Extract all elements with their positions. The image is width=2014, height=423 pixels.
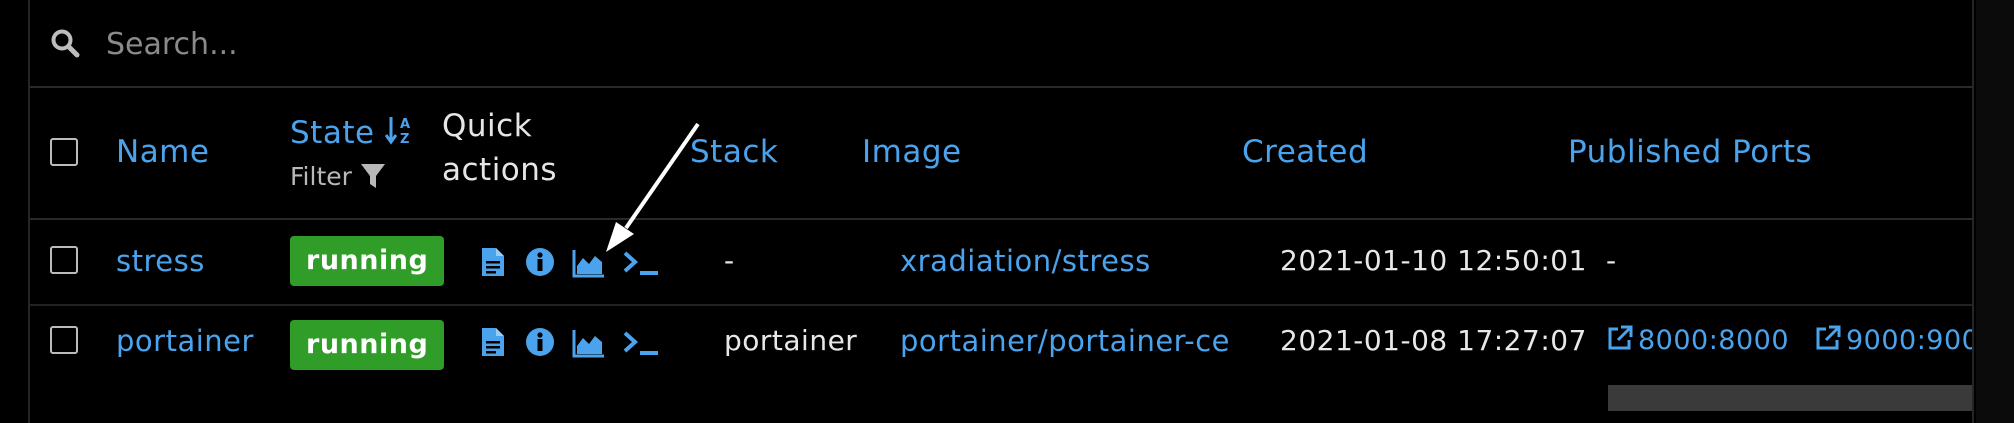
column-header-name[interactable]: Name: [116, 134, 210, 170]
quick-actions-line2: actions: [442, 152, 558, 188]
logs-icon[interactable]: [480, 246, 506, 278]
column-header-state[interactable]: State A Z: [290, 114, 417, 151]
inspect-icon[interactable]: [524, 326, 556, 358]
column-header-created[interactable]: Created: [1242, 134, 1369, 170]
created-value: 2021-01-10 12:50:01: [1280, 244, 1587, 277]
table-row: stress running -: [30, 220, 1972, 306]
select-all-checkbox[interactable]: [50, 138, 78, 166]
port-link[interactable]: 8000:8000: [1606, 324, 1789, 356]
external-link-icon: [1816, 325, 1841, 350]
stats-icon[interactable]: [572, 328, 606, 358]
stack-value: portainer: [724, 324, 858, 357]
row-checkbox[interactable]: [50, 326, 78, 354]
console-icon[interactable]: [622, 248, 662, 278]
ports-value: -: [1606, 244, 1617, 277]
container-name-link[interactable]: stress: [116, 244, 205, 278]
sort-icon: A Z: [384, 117, 411, 147]
status-badge: running: [290, 320, 445, 370]
state-filter[interactable]: Filter: [290, 162, 386, 191]
column-header-published-ports[interactable]: Published Ports: [1568, 134, 1813, 170]
column-header-stack[interactable]: Stack: [690, 134, 779, 170]
created-value: 2021-01-08 17:27:07: [1280, 324, 1587, 357]
search-icon: [51, 29, 80, 58]
column-header-image[interactable]: Image: [862, 134, 962, 170]
inspect-icon[interactable]: [524, 246, 556, 278]
state-filter-label: Filter: [290, 162, 352, 191]
row-checkbox[interactable]: [50, 246, 78, 274]
filter-icon: [360, 164, 385, 188]
table-row: portainer running: [30, 306, 1972, 392]
port-link[interactable]: 9000:9000: [1814, 324, 1972, 356]
stack-value: -: [724, 244, 735, 277]
horizontal-scrollbar[interactable]: [1608, 385, 1972, 411]
image-link[interactable]: xradiation/stress: [900, 244, 1151, 278]
stats-icon[interactable]: [572, 248, 606, 278]
page-edge: [1976, 0, 2014, 423]
image-link[interactable]: portainer/portainer-ce: [900, 324, 1230, 358]
status-badge: running: [290, 236, 445, 286]
container-name-link[interactable]: portainer: [116, 324, 254, 358]
port-label: 9000:9000: [1846, 325, 1972, 356]
console-icon[interactable]: [622, 328, 662, 358]
column-header-state-label: State: [290, 115, 375, 151]
table-header: Name State A Z Filter Quick actions Stac…: [30, 88, 1972, 220]
containers-panel: Name State A Z Filter Quick actions Stac…: [28, 0, 1974, 423]
logs-icon[interactable]: [480, 326, 506, 358]
svg-text:A: A: [400, 117, 411, 132]
port-label: 8000:8000: [1638, 325, 1790, 356]
quick-actions-line1: Quick: [442, 108, 533, 144]
search-input[interactable]: [104, 18, 1808, 70]
search-bar: [30, 0, 1972, 88]
svg-text:Z: Z: [400, 132, 410, 146]
external-link-icon: [1608, 325, 1633, 350]
column-header-quick-actions: Quick actions: [442, 104, 557, 192]
